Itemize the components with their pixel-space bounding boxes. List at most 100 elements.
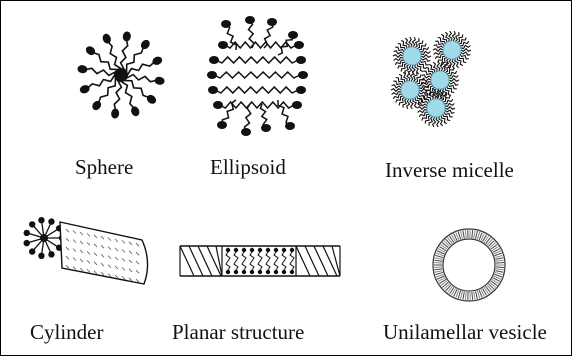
vesicle-lipid <box>472 292 473 300</box>
surfactant-head <box>208 86 218 94</box>
vesicle-lipid <box>490 243 496 248</box>
surfactant-head <box>145 93 158 105</box>
bilayer-head <box>234 248 238 252</box>
vesicle-lipid <box>442 282 448 287</box>
vesicle-lipid <box>495 271 503 273</box>
bilayer-tail <box>282 252 286 261</box>
bilayer-tail <box>274 252 278 261</box>
vesicle-lipid <box>461 231 463 239</box>
vesicle-lipid <box>442 243 448 248</box>
surfactant-tail <box>249 20 254 48</box>
bilayer-tail <box>266 252 270 261</box>
bilayer-tail <box>290 252 294 261</box>
surfactant-tail <box>278 100 290 126</box>
bilayer-tail <box>282 261 286 270</box>
bilayer-tail <box>242 252 246 261</box>
surfactant-head <box>77 64 88 73</box>
bilayer-head <box>266 270 270 274</box>
aqueous-core <box>443 41 461 59</box>
bilayer-head <box>258 270 262 274</box>
vesicle-lipid <box>435 272 443 274</box>
aqueous-core <box>401 81 419 99</box>
inverse-surfactant-tail <box>449 82 459 85</box>
inverse-surfactant-tail <box>407 99 410 109</box>
vesicle-lipid <box>435 271 443 273</box>
hatch-line <box>314 246 328 276</box>
surfactant-head <box>221 20 231 28</box>
vesicle-lipid <box>444 284 450 290</box>
surfactant-head <box>213 101 223 109</box>
sphere-micelle-drawing <box>77 31 165 119</box>
hatch-line <box>323 246 337 276</box>
label-inverse-micelle: Inverse micelle <box>385 160 514 181</box>
aqueous-core <box>403 47 421 65</box>
inverse-surfactant-tail <box>421 58 431 61</box>
bilayer-head <box>242 270 246 274</box>
surfactant-head <box>292 101 302 109</box>
vesicle-lipid <box>434 267 442 268</box>
bilayer-head <box>226 248 230 252</box>
label-planar-structure: Planar structure <box>172 322 304 343</box>
vesicle-lipid <box>472 230 473 238</box>
inverse-surfactant-tail <box>393 55 403 58</box>
surfactant-head <box>296 86 306 94</box>
label-unilamellar-vesicle: Unilamellar vesicle <box>383 322 547 343</box>
vesicle-lipid <box>496 269 504 270</box>
cylinder-micelle-drawing <box>24 217 148 284</box>
bilayer-tail <box>258 252 262 261</box>
vesicle-lipid <box>463 292 464 300</box>
bilayer-head <box>282 270 286 274</box>
vesicle-lipid <box>434 263 442 264</box>
aqueous-core <box>431 71 449 89</box>
inverse-surfactant-tail <box>445 110 455 113</box>
bilayer-head <box>258 248 262 252</box>
bilayer-tail <box>258 261 262 270</box>
surfactant-tail <box>215 87 298 93</box>
bilayer-head <box>266 248 270 252</box>
vesicle-lipid <box>495 255 503 257</box>
bilayer-tail <box>266 261 270 270</box>
vesicle-lipid <box>496 260 504 261</box>
vesicle-lipid <box>496 263 504 264</box>
bilayer-tail <box>250 252 254 261</box>
vesicle-lipid <box>474 292 475 300</box>
bilayer-head <box>234 270 238 274</box>
bilayer-head <box>250 248 254 252</box>
vesicle-inner-ring <box>443 239 495 291</box>
vesicle-outer-ring <box>433 229 505 301</box>
surfactant-head <box>298 71 308 79</box>
hatch-line <box>189 246 203 276</box>
surfactant-head <box>110 108 119 119</box>
bilayer-head <box>282 248 286 252</box>
inverse-surfactant-tail <box>433 49 443 52</box>
surfactant-head <box>84 44 97 56</box>
vesicle-lipid <box>447 237 452 243</box>
aqueous-core <box>427 99 445 117</box>
vesicle-lipid <box>488 241 494 247</box>
bilayer-head <box>242 248 246 252</box>
inverse-surfactant-tail <box>391 89 401 92</box>
surfactant-head <box>241 128 251 136</box>
surfactant-head <box>130 105 141 117</box>
vesicle-lipid <box>476 291 478 299</box>
hatch-line <box>198 246 212 276</box>
surfactant-head <box>48 218 54 224</box>
surfactant-head <box>24 230 30 236</box>
inverse-surfactant-tail <box>461 49 471 52</box>
ellipsoid-micelle-drawing <box>207 16 308 136</box>
vesicle-lipid <box>465 230 466 238</box>
vesicle-lipid <box>486 286 491 292</box>
surfactant-head <box>285 122 295 130</box>
inverse-surfactant-tail <box>422 75 432 78</box>
surfactant-head <box>139 38 151 51</box>
surfactant-head <box>261 124 271 132</box>
surfactant-tail <box>214 72 300 78</box>
surfactant-head <box>24 240 30 246</box>
hatch-line <box>296 246 310 276</box>
vesicle-lipid <box>490 282 496 287</box>
bilayer-tail <box>290 261 294 270</box>
surfactant-head <box>29 221 35 227</box>
surfactant-head <box>207 71 217 79</box>
vesicle-lipid <box>487 285 492 291</box>
inverse-surfactant-tail <box>461 52 471 55</box>
